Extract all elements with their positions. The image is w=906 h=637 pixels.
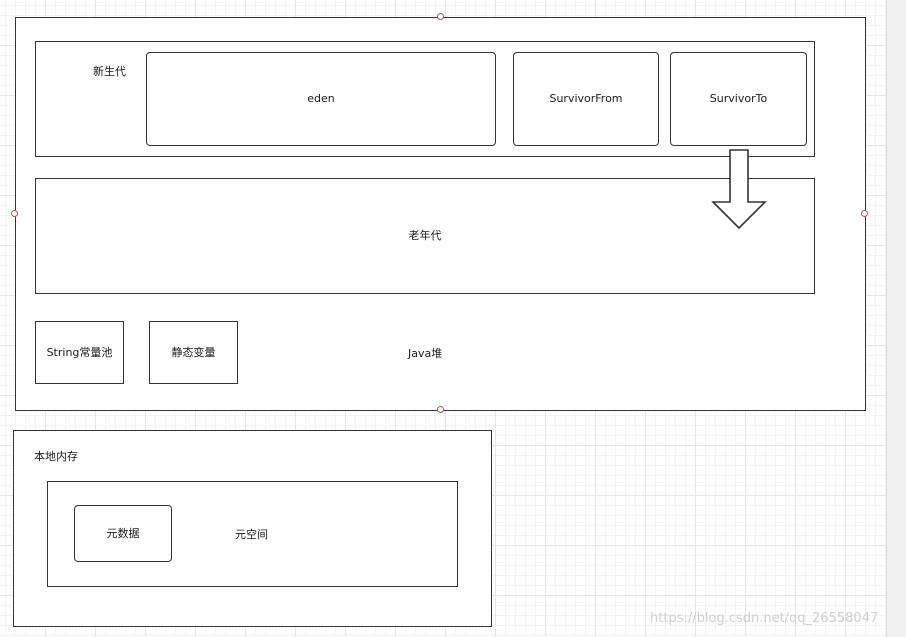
metaspace-label: 元空间 [235,528,268,541]
java-heap-label: Java堆 [408,347,443,360]
survivor-from-box[interactable]: SurvivorFrom [513,52,659,146]
string-pool-label: String常量池 [46,345,113,359]
survivor-to-box[interactable]: SurvivorTo [670,52,807,146]
resize-handle-right[interactable] [861,210,868,217]
promotion-arrow-icon [711,149,767,230]
metadata-box[interactable]: 元数据 [74,505,172,562]
static-vars-box[interactable]: 静态变量 [149,321,238,384]
old-generation-label: 老年代 [408,229,442,242]
metadata-label: 元数据 [106,526,140,540]
string-pool-box[interactable]: String常量池 [35,321,124,384]
static-vars-label: 静态变量 [171,345,216,359]
survivor-from-label: SurvivorFrom [549,92,623,105]
native-memory-label: 本地内存 [34,450,78,463]
resize-handle-left[interactable] [11,210,18,217]
eden-label: eden [307,92,335,105]
resize-handle-top[interactable] [437,13,444,20]
old-generation-box[interactable]: 老年代 [35,178,815,294]
young-generation-label: 新生代 [93,65,126,78]
watermark-text: https://blog.csdn.net/qq_26558047 [650,611,879,626]
survivor-to-label: SurvivorTo [709,92,768,105]
scrollbar[interactable] [886,0,906,637]
resize-handle-bottom[interactable] [437,406,444,413]
eden-box[interactable]: eden [146,52,496,146]
